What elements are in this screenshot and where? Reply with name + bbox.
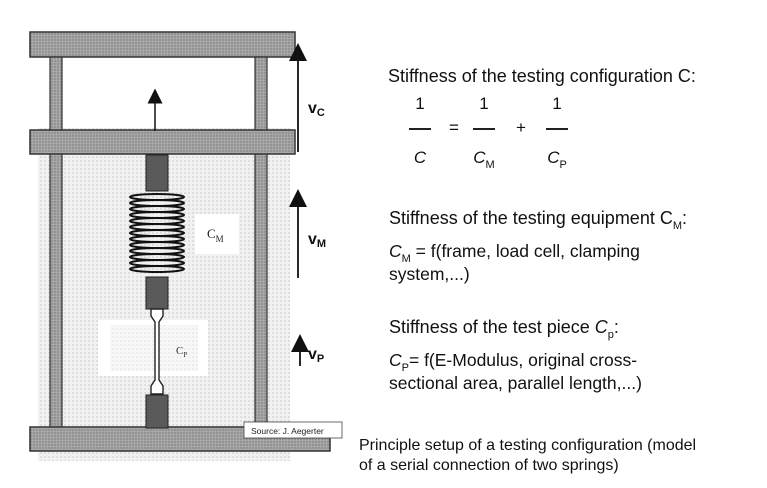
bottom-grip: [145, 394, 169, 429]
test-piece: [150, 308, 164, 395]
right-column: [254, 56, 268, 429]
vp-label: vP: [308, 346, 324, 365]
eq-rhs2-bar: [546, 128, 568, 130]
vm-label: vM: [308, 231, 326, 250]
caption-line1: Principle setup of a testing configurati…: [359, 437, 697, 454]
left-column: [49, 56, 63, 429]
source-box: [243, 421, 343, 439]
spring-label-box: [195, 214, 239, 254]
eq-lhs-bar: [409, 128, 431, 130]
moving-crosshead: [29, 129, 296, 155]
config-heading: Stiffness of the testing configuration C…: [388, 66, 696, 86]
equipment-heading: Stiffness of the testing equipment CM:: [389, 208, 688, 232]
eq-lhs-numerator: 1: [415, 94, 425, 113]
spring: [129, 193, 185, 273]
equipment-line1: CM = f(frame, load cell, clamping: [389, 241, 640, 265]
specimen-label: CP: [176, 345, 187, 359]
caption-line2: of a serial connection of two springs): [359, 457, 619, 474]
eq-rhs1-numerator: 1: [479, 94, 489, 113]
eq-equals: =: [449, 118, 459, 137]
eq-rhs2-numerator: 1: [552, 94, 562, 113]
upper-grip: [145, 154, 169, 192]
piece-line2: sectional area, parallel length,...): [389, 373, 642, 393]
source-label: Source: J. Aegerter: [251, 426, 324, 436]
testing-machine-diagram: CM CP vC vM vP Source: J. Aegerter: [29, 31, 343, 461]
equipment-line2: system,...): [389, 264, 470, 284]
eq-rhs1-bar: [473, 128, 495, 130]
specimen-label-inner: [110, 325, 198, 371]
lower-grip-upper: [145, 276, 169, 310]
eq-lhs-denominator: C: [413, 148, 427, 167]
eq-rhs1-denominator: CM: [473, 148, 495, 171]
top-crosshead: [29, 31, 296, 58]
eq-rhs2-denominator: CP: [547, 148, 567, 171]
piece-line1: CP= f(E-Modulus, original cross-: [389, 350, 638, 374]
piece-heading: Stiffness of the test piece Cp:: [389, 317, 619, 341]
eq-plus: +: [516, 118, 526, 137]
spring-label: CM: [207, 226, 224, 244]
vc-label: vC: [308, 100, 325, 119]
